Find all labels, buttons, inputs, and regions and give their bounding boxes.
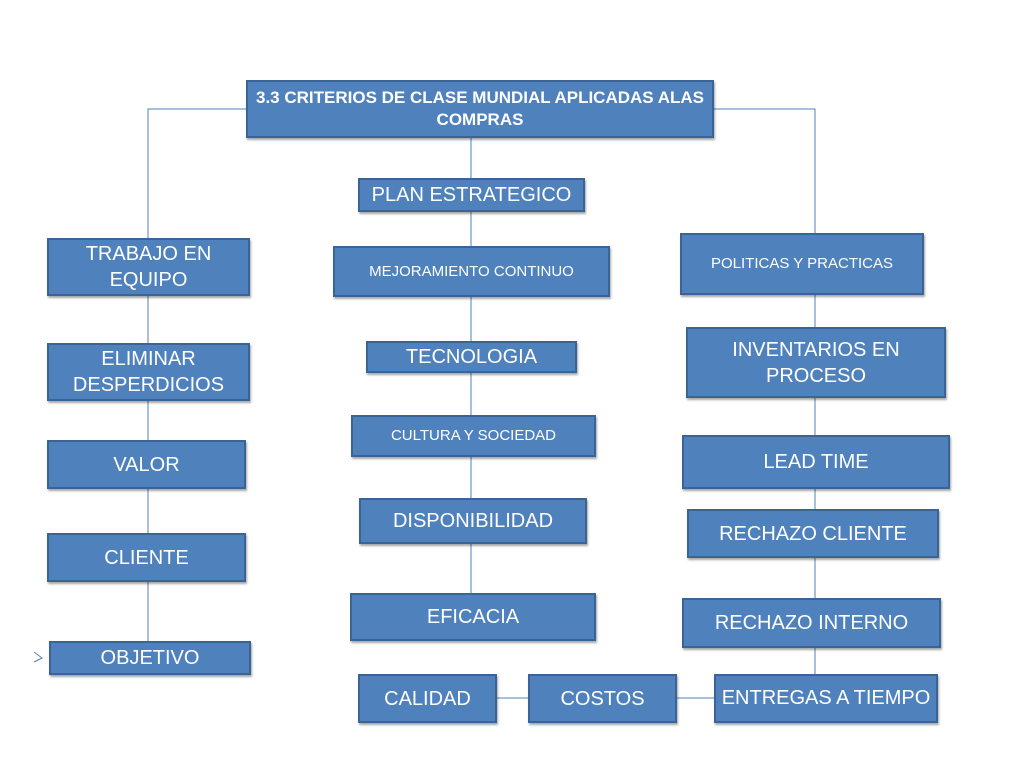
node-eficacia: EFICACIA <box>350 593 596 641</box>
node-lead-time: LEAD TIME <box>682 435 950 489</box>
node-calidad: CALIDAD <box>358 674 497 723</box>
connector-title-left <box>147 108 246 238</box>
node-label: ENTREGAS A TIEMPO <box>721 687 931 709</box>
node-politicas-y-practicas: POLITICAS Y PRACTICAS <box>680 233 924 295</box>
node-entregas-a-tiempo: ENTREGAS A TIEMPO <box>714 674 938 723</box>
node-label: RECHAZO INTERNO <box>714 612 909 634</box>
node-label: PLAN ESTRATEGICO <box>371 184 572 206</box>
node-label: INVENTARIOS EN PROCESO <box>732 338 900 387</box>
node-label: CALIDAD <box>384 687 471 710</box>
node-label: EFICACIA <box>426 606 520 628</box>
node-label: ELIMINAR DESPERDICIOS <box>72 348 225 396</box>
node-cultura-y-sociedad: CULTURA Y SOCIEDAD <box>351 415 596 457</box>
node-objetivo: OBJETIVO <box>49 641 251 675</box>
node-trabajo-en-equipo: TRABAJO EN EQUIPO <box>47 238 250 296</box>
node-eliminar-desperdicios: ELIMINAR DESPERDICIOS <box>47 343 250 401</box>
node-label: OBJETIVO <box>100 647 200 669</box>
node-mejoramiento-continuo: MEJORAMIENTO CONTINUO <box>333 246 610 297</box>
node-label: COSTOS <box>560 687 645 710</box>
node-disponibilidad: DISPONIBILIDAD <box>359 498 587 544</box>
connector-title-right <box>714 108 816 233</box>
node-label: MEJORAMIENTO CONTINUO <box>369 262 574 280</box>
node-cliente: CLIENTE <box>47 533 246 582</box>
node-inventarios-en-proceso: INVENTARIOS EN PROCESO <box>686 327 946 398</box>
title-box: 3.3 CRITERIOS DE CLASE MUNDIAL APLICADAS… <box>246 80 714 138</box>
node-label: RECHAZO CLIENTE <box>719 522 907 545</box>
node-label: TRABAJO EN EQUIPO <box>85 243 212 291</box>
title-text: 3.3 CRITERIOS DE CLASE MUNDIAL APLICADAS… <box>255 87 705 129</box>
node-valor: VALOR <box>47 440 246 489</box>
node-rechazo-cliente: RECHAZO CLIENTE <box>687 509 939 558</box>
node-label: POLITICAS Y PRACTICAS <box>711 255 893 273</box>
node-label: LEAD TIME <box>763 451 869 473</box>
node-label: CLIENTE <box>104 546 189 569</box>
node-label: VALOR <box>113 453 180 476</box>
node-tecnologia: TECNOLOGIA <box>366 341 577 373</box>
arrow-mark <box>33 651 43 663</box>
node-label: CULTURA Y SOCIEDAD <box>390 427 557 445</box>
node-label: DISPONIBILIDAD <box>392 510 554 532</box>
node-costos: COSTOS <box>528 674 677 723</box>
node-plan-estrategico: PLAN ESTRATEGICO <box>358 178 585 212</box>
node-label: TECNOLOGIA <box>405 346 538 368</box>
node-rechazo-interno: RECHAZO INTERNO <box>682 598 941 648</box>
